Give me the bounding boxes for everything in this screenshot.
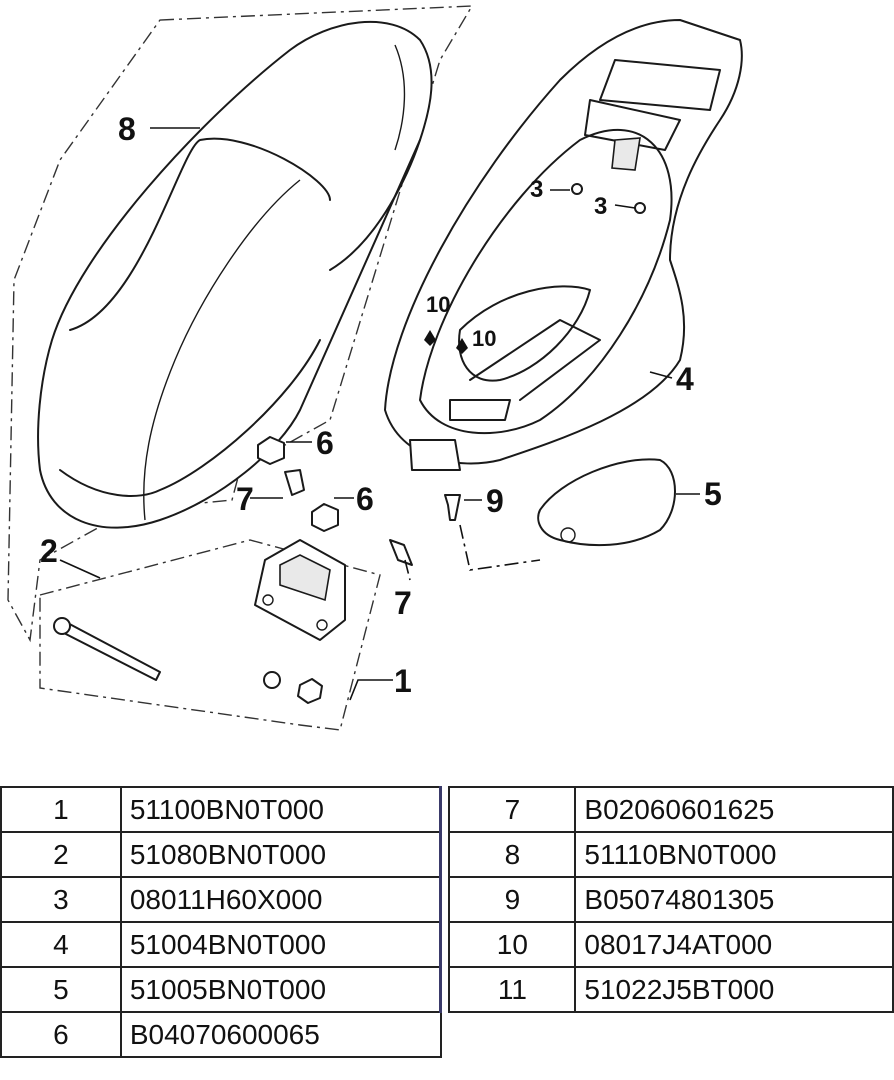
callout-2: 2 — [40, 533, 58, 569]
table-row: 2 51080BN0T000 8 51110BN0T000 — [0, 831, 894, 878]
clip-part-3-b — [634, 202, 646, 214]
table-row: 5 51005BN0T000 11 51022J5BT000 — [0, 966, 894, 1013]
part-code: 51080BN0T000 — [119, 831, 442, 878]
table-row: 1 51100BN0T000 7 B02060601625 — [0, 786, 894, 833]
lid-part-5 — [537, 458, 676, 547]
part-number: 11 — [448, 966, 577, 1013]
part-code: 51110BN0T000 — [574, 831, 894, 878]
seat-part-8 — [37, 20, 433, 529]
part-number: 2 — [0, 831, 122, 878]
column-divider — [439, 877, 450, 922]
table-row: 3 08011H60X000 9 B05074801305 — [0, 876, 894, 923]
column-divider — [439, 922, 450, 967]
clip-part-3-a — [571, 183, 583, 195]
part-number: 10 — [448, 921, 577, 968]
rivet-part-10-a — [424, 330, 436, 346]
callout-9: 9 — [486, 483, 504, 519]
lid-clip-part-11 — [560, 527, 576, 543]
part-number: 8 — [448, 831, 577, 878]
callout-3b: 3 — [594, 193, 607, 220]
part-number: 9 — [448, 876, 577, 923]
callout-7b: 7 — [394, 585, 412, 621]
part-code: 08017J4AT000 — [574, 921, 894, 968]
part-number: 4 — [0, 921, 122, 968]
rivet-part-10-b — [456, 338, 468, 354]
callout-3a: 3 — [530, 176, 543, 203]
part-code: 51005BN0T000 — [119, 966, 442, 1013]
part-code: 51022J5BT000 — [574, 966, 894, 1013]
part-number: 6 — [0, 1011, 122, 1058]
callout-7a: 7 — [236, 481, 254, 517]
screw-part-9 — [444, 494, 461, 521]
part-code: 08011H60X000 — [119, 876, 442, 923]
part-code: 51100BN0T000 — [119, 786, 442, 833]
parts-table: 1 51100BN0T000 7 B02060601625 2 51080BN0… — [0, 786, 894, 1058]
nut-part-6-upper — [257, 436, 285, 465]
part-code: B05074801305 — [574, 876, 894, 923]
table-row: 6 B04070600065 — [0, 1011, 893, 1058]
callout-1: 1 — [394, 663, 412, 699]
part-code: 51004BN0T000 — [119, 921, 442, 968]
part-code: B02060601625 — [574, 786, 894, 833]
table-row: 4 51004BN0T000 10 08017J4AT000 — [0, 921, 894, 968]
callout-4: 4 — [676, 361, 694, 397]
column-divider — [439, 787, 450, 832]
screw-part-7-right — [389, 539, 413, 566]
hinge-bracket-part-2 — [254, 539, 346, 641]
column-divider — [439, 967, 450, 1012]
callout-5: 5 — [704, 476, 722, 512]
column-divider — [439, 832, 450, 877]
callout-8: 8 — [118, 111, 136, 147]
part-number: 7 — [448, 786, 577, 833]
callout-10a: 10 — [426, 292, 450, 317]
callout-6b: 6 — [356, 481, 374, 517]
part-number: 5 — [0, 966, 122, 1013]
hinge-kit-boundary — [39, 539, 381, 731]
nut-part-6-lower — [311, 503, 339, 532]
part-code: B04070600065 — [119, 1011, 442, 1058]
hinge-bolt — [53, 617, 161, 681]
part-number: 1 — [0, 786, 122, 833]
part-number: 3 — [0, 876, 122, 923]
washer — [263, 671, 281, 689]
storage-box-part-4 — [384, 19, 743, 471]
hinge-nut — [297, 678, 323, 704]
callout-10b: 10 — [472, 326, 496, 351]
screw-part-7-left — [284, 469, 305, 496]
exploded-parts-diagram: 8 3 3 10 10 4 6 6 7 7 9 5 2 1 — [7, 5, 743, 731]
callout-6a: 6 — [316, 425, 334, 461]
